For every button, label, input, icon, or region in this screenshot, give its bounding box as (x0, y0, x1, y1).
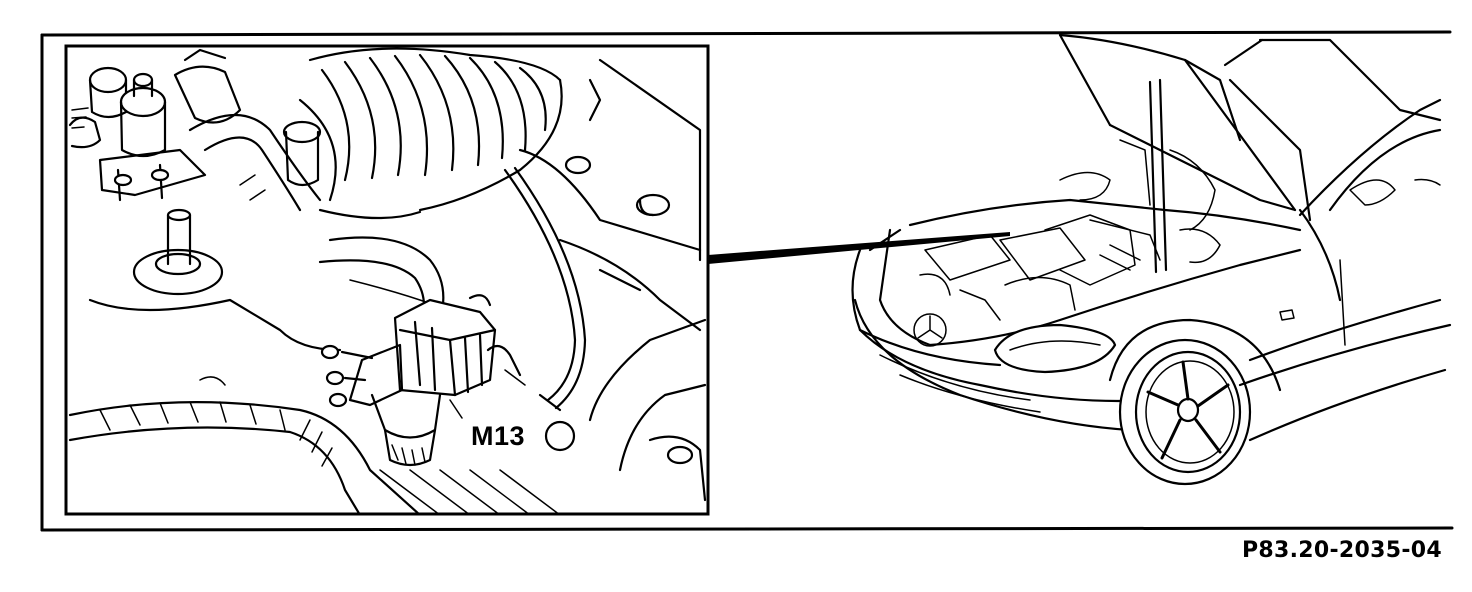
leader-line (708, 232, 1010, 264)
strut-mount (88, 208, 342, 352)
idle-speed-actuator (320, 294, 526, 467)
figure-reference-id: P83.20-2035-04 (1241, 538, 1442, 563)
coolant-hose (188, 113, 322, 212)
car-illustration (851, 33, 1452, 486)
detail-inset (64, 44, 710, 516)
intake-duct (282, 47, 563, 220)
throttle-area (518, 58, 702, 332)
vacuum-line (503, 166, 587, 412)
valve-cluster (68, 48, 242, 202)
outer-frame (40, 30, 1454, 532)
lower-right-hose (544, 318, 707, 502)
wheel-arch (68, 376, 559, 513)
component-callout-m13: M13 (468, 421, 529, 451)
